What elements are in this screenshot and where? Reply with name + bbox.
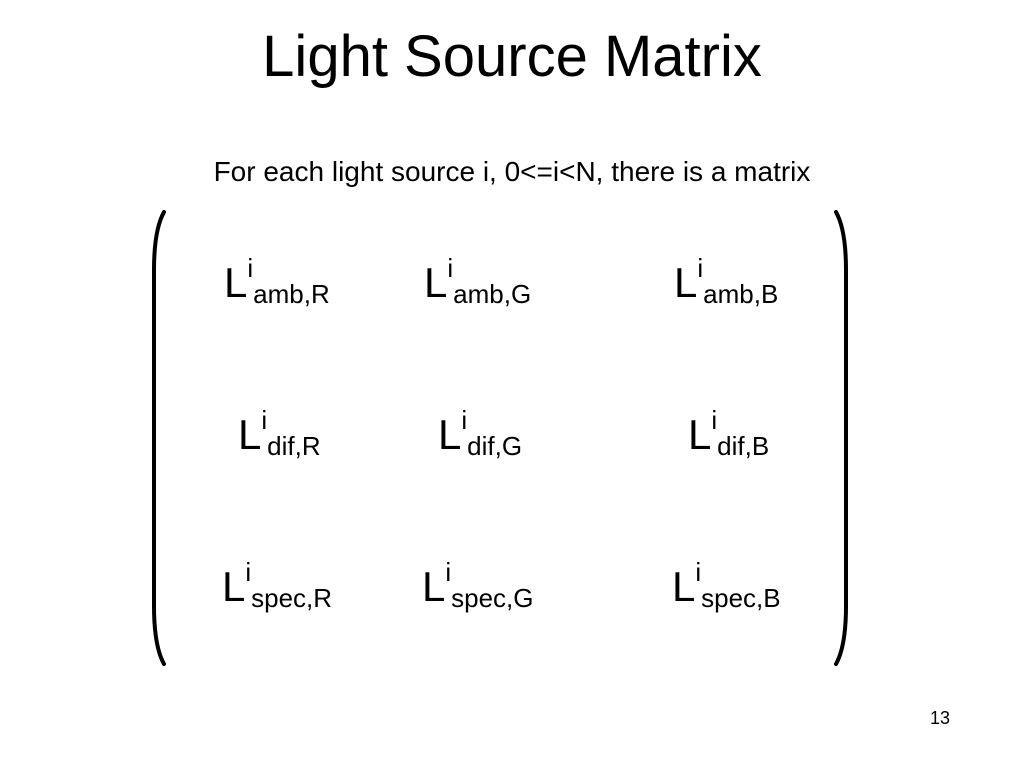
matrix-cell-base: L xyxy=(422,563,446,610)
matrix-cell-subscript: amb,G xyxy=(453,279,532,309)
matrix-cell-base: L xyxy=(688,411,712,458)
matrix-cell-superscript: i xyxy=(247,253,254,283)
matrix-cell-subscript: spec,B xyxy=(701,583,781,613)
matrix-cell-spec-g: Lispec,G xyxy=(422,559,534,611)
matrix-cell-base: L xyxy=(222,563,246,610)
matrix-cell-subscript: amb,B xyxy=(703,279,779,309)
matrix-cell-base: L xyxy=(424,259,448,306)
matrix-cell-subscript: amb,R xyxy=(253,279,330,309)
slide-title: Light Source Matrix xyxy=(262,24,762,89)
matrix-cell-base: L xyxy=(238,411,262,458)
matrix-cell-spec-b: Lispec,B xyxy=(672,559,781,611)
matrix-cell-superscript: i xyxy=(711,405,718,435)
matrix-cell-dif-r: Lidif,R xyxy=(238,407,321,459)
matrix-cell-subscript: dif,R xyxy=(267,431,321,461)
matrix-cell-superscript: i xyxy=(697,253,704,283)
matrix-cell-superscript: i xyxy=(445,557,452,587)
matrix-cell-base: L xyxy=(672,563,696,610)
matrix-cell-subscript: dif,G xyxy=(467,431,523,461)
matrix-cell-superscript: i xyxy=(447,253,454,283)
page-number: 13 xyxy=(929,708,950,728)
matrix-cell-dif-g: Lidif,G xyxy=(438,407,522,459)
matrix-cell-subscript: spec,G xyxy=(451,583,534,613)
matrix-cell-superscript: i xyxy=(245,557,252,587)
matrix-cell-base: L xyxy=(438,411,462,458)
matrix-cell-subscript: dif,B xyxy=(717,431,770,461)
matrix-cell-superscript: i xyxy=(261,405,268,435)
matrix-cell-amb-b: Liamb,B xyxy=(674,255,778,307)
matrix-left-bracket xyxy=(152,210,166,666)
matrix-cell-base: L xyxy=(224,259,248,306)
matrix-cell-dif-b: Lidif,B xyxy=(688,407,769,459)
matrix-cell-superscript: i xyxy=(695,557,702,587)
matrix-cell-subscript: spec,R xyxy=(251,583,333,613)
matrix-cell-superscript: i xyxy=(461,405,468,435)
slide-subtitle: For each light source i, 0<=i<N, there i… xyxy=(213,156,811,187)
matrix-cell-amb-g: Liamb,G xyxy=(424,255,531,307)
matrix-right-bracket xyxy=(834,210,848,666)
matrix-cell-base: L xyxy=(674,259,698,306)
matrix-cell-spec-r: Lispec,R xyxy=(222,559,332,611)
matrix-cell-amb-r: Liamb,R xyxy=(224,255,330,307)
